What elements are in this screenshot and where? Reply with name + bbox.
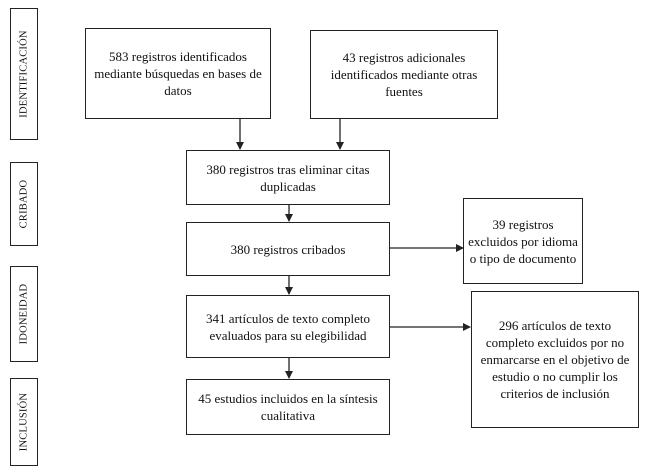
- phase-identificacion: IDENTIFICACIÓN: [10, 8, 38, 140]
- box-additional-records: 43 registros adicionales identificados m…: [310, 30, 498, 119]
- box-screened: 380 registros cribados: [186, 222, 390, 276]
- phase-inclusion: INCLUSIÓN: [10, 378, 38, 466]
- phase-idoneidad: IDONEIDAD: [10, 266, 38, 362]
- box-excluded-language: 39 registros excluidos por idioma o tipo…: [463, 198, 583, 284]
- phase-cribado: CRIBADO: [10, 162, 38, 246]
- box-included: 45 estudios incluidos en la síntesis cua…: [186, 379, 390, 435]
- box-fulltext-assessed: 341 artículos de texto completo evaluado…: [186, 295, 390, 358]
- box-fulltext-excluded: 296 artículos de texto completo excluido…: [471, 291, 639, 428]
- box-database-records: 583 registros identificados mediante bús…: [85, 28, 271, 119]
- box-after-duplicates: 380 registros tras eliminar citas duplic…: [186, 150, 390, 205]
